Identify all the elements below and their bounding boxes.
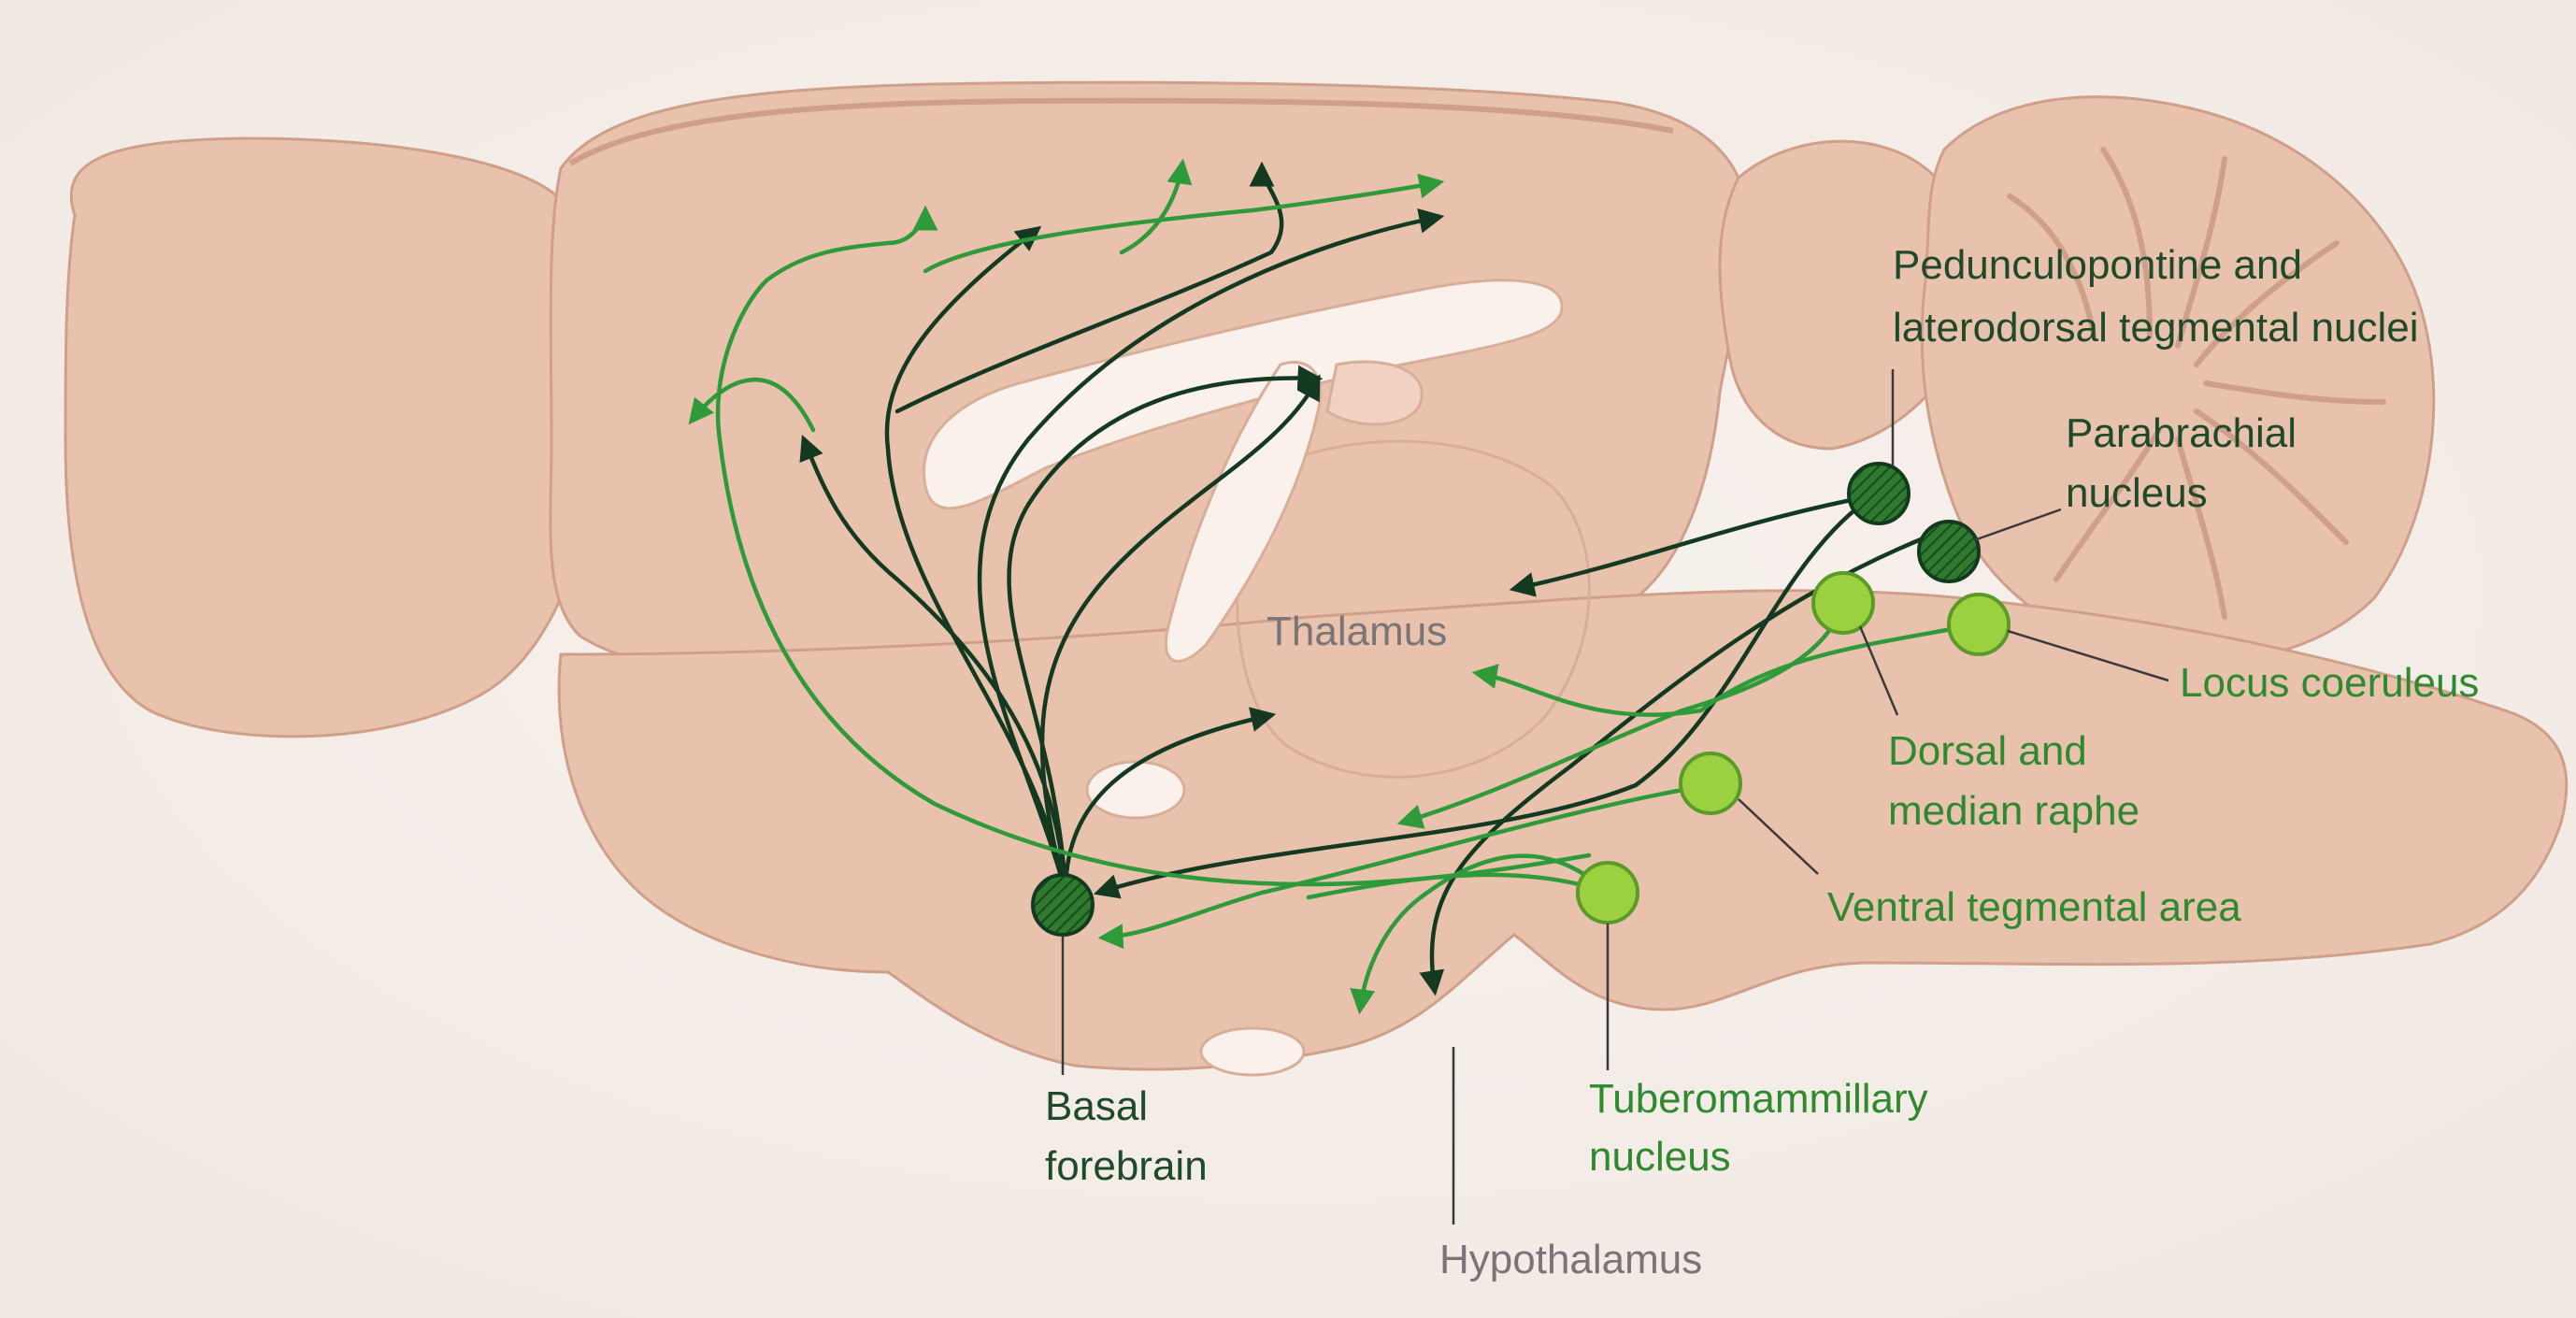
label-raphe-line2: median raphe <box>1888 788 2140 834</box>
tuberomammillary-nucleus-dot <box>1576 861 1639 924</box>
locus-coeruleus-nucleus <box>1947 593 2011 656</box>
label-basal-forebrain-line1: Basal <box>1045 1083 1148 1129</box>
green-pathway-tmn <box>1350 853 1610 1015</box>
green-pathway-vta-bf <box>1097 782 1713 950</box>
dark-pathway-bf-4 <box>1039 374 1321 895</box>
label-tmn-line1: Tuberomammillary <box>1589 1076 1928 1122</box>
brain-sagittal-section <box>64 80 2569 1077</box>
ppt-ldt-nucleus <box>1847 462 1911 525</box>
dark-pathway-bf-7 <box>894 161 1284 414</box>
label-tmn-line2: nucleus <box>1589 1134 1731 1180</box>
leader-raphe <box>1858 625 1899 716</box>
label-ppt-line2: laterodorsal tegmental nuclei <box>1893 305 2419 351</box>
leader-locus-coeruleus <box>2007 629 2169 682</box>
dark-pathway-bf-6 <box>1063 707 1277 895</box>
green-pathway-raphe <box>1396 600 1849 829</box>
label-parabrachial-line1: Parabrachial <box>2066 410 2297 456</box>
raphe-nucleus <box>1811 571 1875 635</box>
green-pathway-tmn-2 <box>1306 872 1610 900</box>
label-thalamus: Thalamus <box>1267 609 1447 654</box>
basal-forebrain-nucleus <box>1031 873 1095 937</box>
leader-lines <box>1061 369 2169 1225</box>
dark-pathway-ppt-thalamus <box>1509 493 1877 597</box>
label-vta: Ventral tegmental area <box>1827 884 2241 930</box>
parabrachial-nucleus <box>1917 520 1981 583</box>
optic-chiasm <box>1199 1026 1306 1077</box>
dark-pathway-bf-3 <box>977 208 1445 895</box>
vta-nucleus <box>1679 752 1742 815</box>
cerebellum-folia <box>2007 147 2386 620</box>
label-raphe-line1: Dorsal and <box>1888 728 2087 774</box>
fornix <box>1325 360 1424 426</box>
dark-pathways <box>799 161 1928 996</box>
label-hypothalamus: Hypothalamus <box>1439 1237 1702 1282</box>
green-pathway-cortex-2 <box>923 173 1445 274</box>
leader-parabrachial <box>1973 508 2062 542</box>
cortex-rim <box>568 97 1674 166</box>
green-pathway-frontal <box>688 377 816 433</box>
brainstem <box>557 589 2569 1071</box>
lateral-ventricle <box>923 279 1564 510</box>
dark-pathway-ppt-hypothalamus <box>1419 535 1928 996</box>
thalamus-outline <box>1236 439 1591 779</box>
anterior-commissure <box>1085 760 1186 820</box>
green-pathway-cortex-1 <box>715 205 1592 887</box>
leader-vta <box>1738 798 1819 875</box>
green-pathway-thalamus <box>1471 622 1980 717</box>
dark-pathway-bf-5 <box>1007 365 1324 895</box>
olfactory-bulb <box>64 136 600 738</box>
dark-pathway-ppt-bf <box>1093 493 1877 899</box>
green-pathway-cortex-3 <box>1119 158 1193 255</box>
cerebellum <box>1920 95 2436 663</box>
midbrain <box>1718 139 1974 451</box>
nuclei <box>1031 462 2011 937</box>
labels: Pedunculopontine and laterodorsal tegmen… <box>1045 242 2479 1282</box>
green-pathways <box>688 158 1980 1015</box>
label-locus-coeruleus: Locus coeruleus <box>2180 660 2479 706</box>
label-parabrachial-line2: nucleus <box>2066 470 2208 516</box>
label-ppt-line1: Pedunculopontine and <box>1893 242 2302 288</box>
label-basal-forebrain-line2: forebrain <box>1045 1143 1208 1189</box>
